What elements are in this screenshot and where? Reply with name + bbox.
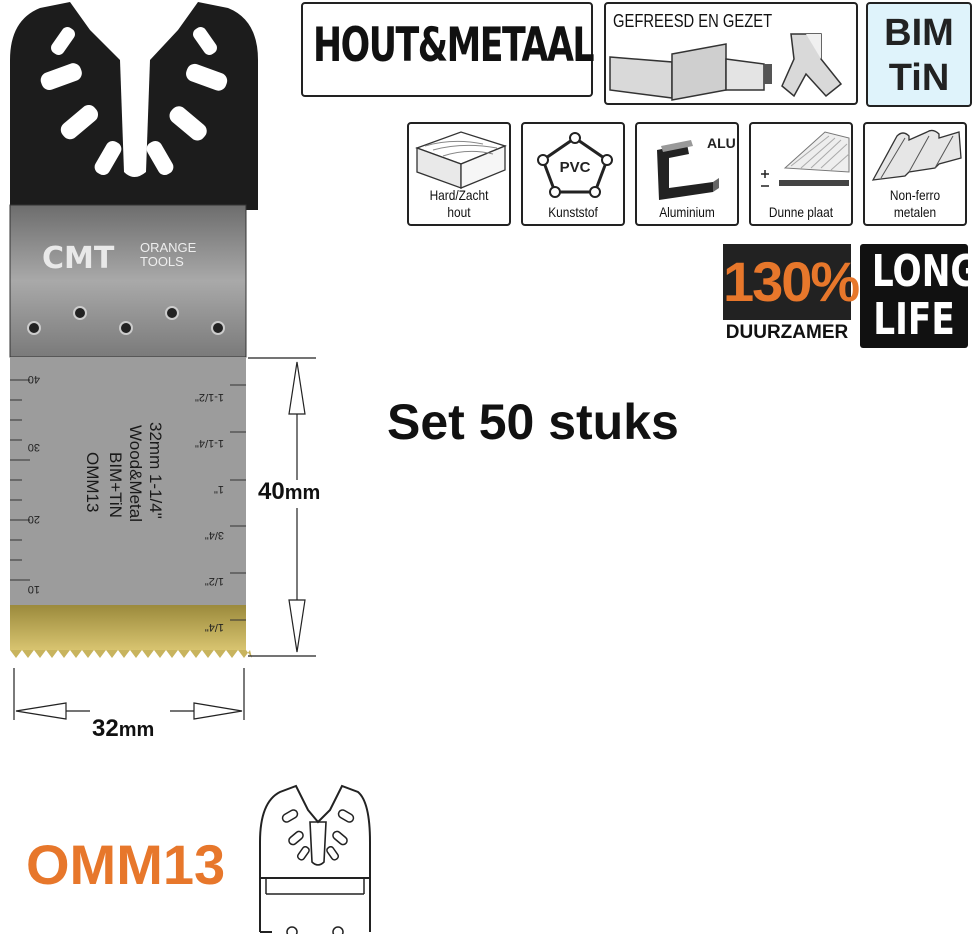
- long-life-line1: LONG: [871, 246, 975, 297]
- corrugated-sheet-icon: [871, 129, 962, 181]
- width-dimension: 32mm: [92, 715, 154, 743]
- engraving-line: BIM+TiN: [106, 452, 125, 518]
- material-non-ferrous-line1: Non-ferro: [889, 187, 941, 203]
- aluminium-profile-icon: ALU: [657, 135, 735, 200]
- height-unit: mm: [284, 482, 321, 504]
- pvc-tag: PVC: [560, 159, 591, 176]
- material-plastic: PVC Kunststof: [521, 122, 625, 226]
- set-headline: Set 50 stuks: [387, 394, 679, 450]
- material-non-ferrous: Non-ferro metalen: [863, 122, 967, 226]
- model-name: OMM13: [26, 833, 226, 896]
- blade-outline-icon: [259, 784, 371, 934]
- blade-illustration: CMT ORANGE TOOLS 40 30 20 10 1-1/2" 1-1/…: [9, 2, 316, 720]
- durability-label: DUURZAMER: [725, 322, 849, 343]
- material-thin-sheet: Dunne plaat: [749, 122, 853, 226]
- blade-body: [10, 357, 246, 607]
- coating-badge: BIM TiN: [866, 2, 972, 107]
- inch-tick: 1/2": [205, 575, 224, 587]
- height-dimension: 40mm: [258, 478, 320, 506]
- inch-tick: 3/4": [205, 529, 224, 541]
- material-wood: Hard/Zacht hout: [407, 122, 511, 226]
- material-plastic-label: Kunststof: [548, 204, 598, 220]
- cut-type-badge: GEFREESD EN GEZET: [604, 2, 858, 105]
- alu-tag: ALU: [707, 135, 735, 151]
- material-badge-text: HOUT&METAAL: [313, 18, 595, 73]
- blade-teeth-coating: [10, 605, 246, 650]
- metric-tick: 30: [28, 441, 40, 453]
- metric-tick: 40: [28, 373, 40, 385]
- thin-sheet-icon: [761, 131, 850, 187]
- inch-tick: 1-1/4": [195, 437, 224, 449]
- pvc-pentagon-icon: PVC: [537, 132, 613, 198]
- material-thin-sheet-label: Dunne plaat: [768, 204, 834, 220]
- width-unit: mm: [118, 719, 155, 741]
- durability-percent: 130%: [723, 244, 860, 320]
- inch-tick: 1-1/2": [195, 391, 224, 403]
- coating-line1: BIM: [884, 12, 954, 54]
- height-value: 40: [258, 478, 285, 505]
- long-life-badge: LONG LIFE: [860, 244, 975, 348]
- durability-badge: 130% DUURZAMER: [720, 244, 860, 350]
- brand-sub2: TOOLS: [140, 254, 184, 269]
- metric-tick: 20: [28, 513, 40, 525]
- material-non-ferrous-line2: metalen: [893, 204, 937, 220]
- tooth-set-icon: [609, 33, 843, 101]
- coating-line2: TiN: [888, 57, 950, 99]
- engraving-line: OMM13: [83, 452, 102, 512]
- material-aluminium: ALU Aluminium: [635, 122, 739, 226]
- inch-tick: 1": [214, 483, 224, 495]
- material-aluminium-label: Aluminium: [659, 204, 715, 220]
- engraving-line: 32mm 1-1/4": [146, 422, 165, 519]
- long-life-line2: LIFE: [873, 294, 955, 345]
- engraving-line: Wood&Metal: [126, 425, 145, 522]
- brand-sub1: ORANGE: [140, 240, 197, 255]
- width-value: 32: [92, 715, 119, 742]
- material-wood-line2: hout: [447, 204, 471, 220]
- metric-tick: 10: [28, 583, 40, 595]
- cut-type-label: GEFREESD EN GEZET: [613, 11, 773, 31]
- inch-tick: 1/4": [205, 621, 224, 633]
- material-wood-line1: Hard/Zacht: [429, 187, 489, 203]
- wood-plank-icon: [415, 131, 507, 189]
- blade-teeth: [10, 650, 252, 658]
- brand-logo: CMT: [42, 241, 115, 276]
- material-badge: HOUT&METAAL: [301, 2, 595, 97]
